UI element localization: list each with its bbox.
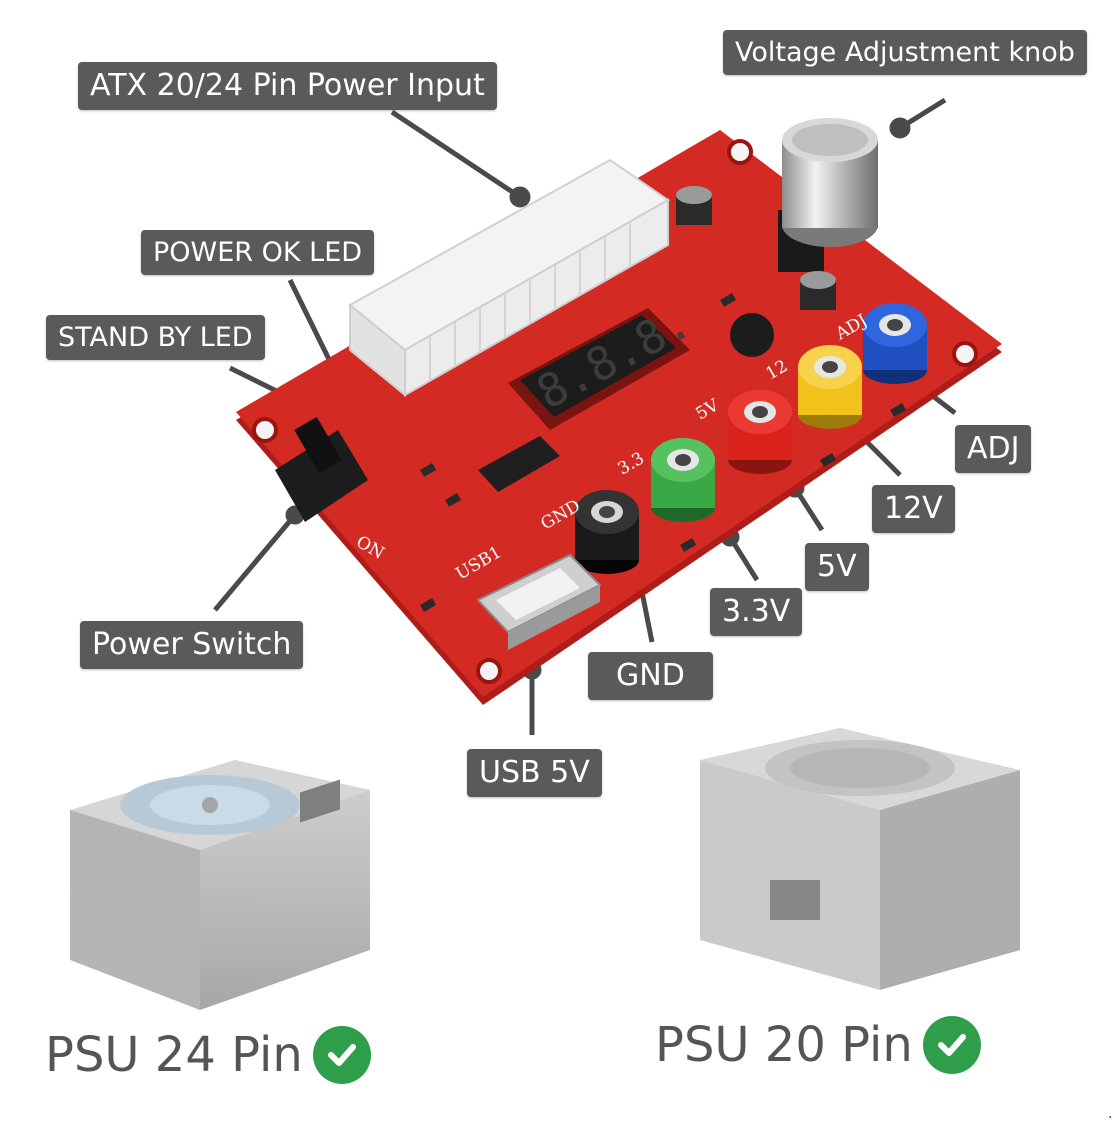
callout-5v: 5V bbox=[805, 543, 869, 591]
psu-20-image bbox=[700, 728, 1020, 990]
post-5v bbox=[728, 390, 792, 474]
binding-posts bbox=[575, 303, 927, 574]
callout-12v: 12V bbox=[872, 485, 955, 533]
psu-24-text: PSU 24 Pin bbox=[45, 1027, 303, 1083]
voltage-knob bbox=[778, 118, 878, 272]
post-adj bbox=[863, 303, 927, 384]
post-33v bbox=[651, 438, 715, 522]
capacitors bbox=[676, 186, 836, 357]
usb-port bbox=[476, 553, 602, 650]
checkmark-icon bbox=[312, 1026, 371, 1084]
post-gnd bbox=[575, 490, 639, 574]
callout-adj: ADJ bbox=[955, 425, 1032, 473]
callout-3-3v: 3.3V bbox=[710, 588, 803, 636]
post-12v bbox=[798, 345, 862, 429]
psu-20-label: PSU 20 Pin bbox=[655, 1016, 981, 1074]
psu-24-image bbox=[70, 760, 370, 1010]
callout-power-switch: Power Switch bbox=[80, 621, 304, 669]
psu-20-text: PSU 20 Pin bbox=[655, 1017, 913, 1073]
power-switch-body bbox=[275, 416, 368, 522]
callout-usb-5v: USB 5V bbox=[467, 749, 602, 797]
ic-chip bbox=[478, 436, 560, 492]
leader-atx bbox=[390, 109, 522, 200]
leader-switch bbox=[213, 513, 297, 612]
callout-voltage-knob: Voltage Adjustment knob bbox=[723, 30, 1087, 75]
trailing-mark: . bbox=[1108, 1106, 1113, 1122]
callout-gnd: GND bbox=[588, 652, 713, 700]
callout-atx-input: ATX 20/24 Pin Power Input bbox=[78, 62, 497, 110]
psu-24-label: PSU 24 Pin bbox=[45, 1026, 371, 1084]
mounting-holes bbox=[252, 139, 978, 684]
callout-standby-led: STAND BY LED bbox=[46, 315, 265, 360]
atx-connector bbox=[348, 158, 670, 398]
callout-power-ok-led: POWER OK LED bbox=[141, 230, 375, 275]
checkmark-icon bbox=[922, 1016, 981, 1074]
